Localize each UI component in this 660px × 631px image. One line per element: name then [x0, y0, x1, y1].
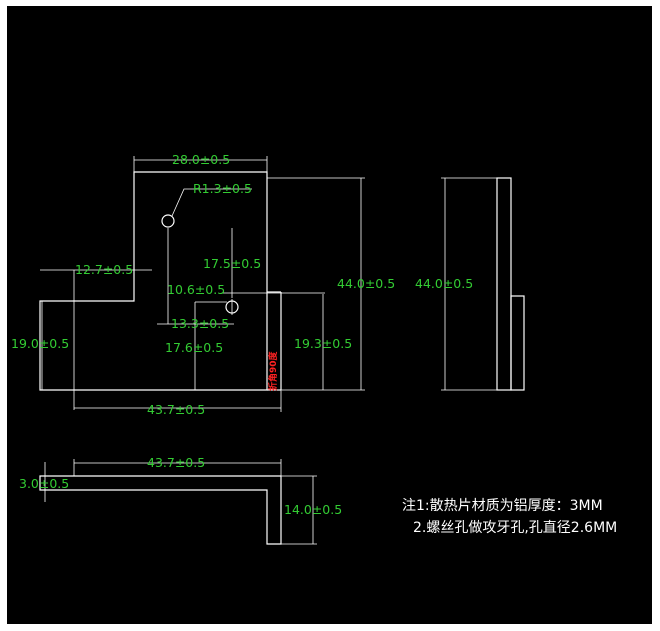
- dim-bottom-width: 43.7±0.5: [147, 402, 205, 417]
- unfold-view-outline: [39, 475, 282, 545]
- side-view-plate: [496, 177, 512, 391]
- drawing-canvas: 28.0±0.5 R1.3±0.5 12.7±0.5 17.5±0.5 10.6…: [7, 6, 652, 624]
- technical-drawing: 28.0±0.5 R1.3±0.5 12.7±0.5 17.5±0.5 10.6…: [11, 152, 617, 545]
- dim-thickness: 3.0±0.5: [19, 476, 69, 491]
- dim-left-height: 19.0±0.5: [11, 336, 69, 351]
- dim-radius: R1.3±0.5: [193, 181, 252, 196]
- dim-top-width: 28.0±0.5: [172, 152, 230, 167]
- note-line-2: 2.螺丝孔做攻牙孔,孔直径2.6MM: [413, 519, 617, 536]
- dim-right-height: 19.3±0.5: [294, 336, 352, 351]
- dim-total-height-side: 44.0±0.5: [415, 276, 473, 291]
- dim-flange-height: 14.0±0.5: [284, 502, 342, 517]
- dim-unfold-width: 43.7±0.5: [147, 455, 205, 470]
- side-view-flange: [510, 295, 525, 391]
- dim-hole-x: 13.3±0.5: [171, 316, 229, 331]
- dim-left-step: 12.7±0.5: [75, 262, 133, 277]
- dim-hole-height-2: 17.6±0.5: [165, 340, 223, 355]
- radius-leader: [171, 188, 252, 217]
- dim-hole-offset: 10.6±0.5: [167, 282, 225, 297]
- dim-hole-height-1: 17.5±0.5: [203, 256, 261, 271]
- note-line-1: 注1:散热片材质为铝厚度：3MM: [402, 498, 603, 514]
- bend-note: 折角90度: [267, 350, 279, 391]
- dim-total-height-front: 44.0±0.5: [337, 276, 395, 291]
- mount-hole-top: [161, 214, 175, 228]
